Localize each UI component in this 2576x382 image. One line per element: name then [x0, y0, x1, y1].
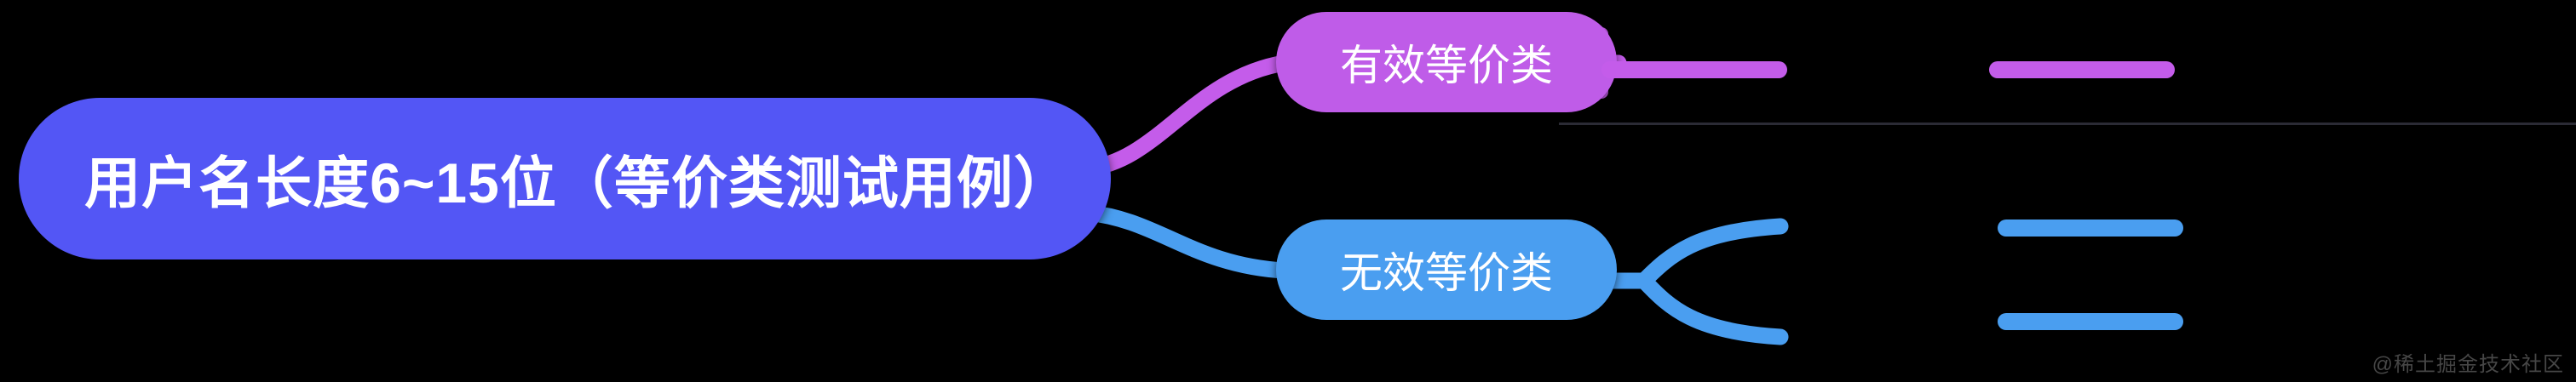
edge-invalid-arm-down	[1636, 272, 1789, 345]
leaf-segment-invalid-1[interactable]	[1998, 220, 2183, 237]
horizontal-divider	[1559, 123, 2576, 125]
branch-node-invalid-class-label: 无效等价类	[1340, 249, 1553, 297]
leaf-segment-valid-2[interactable]	[1989, 61, 2175, 78]
root-node[interactable]: 用户名长度6~15位（等价类测试用例）	[19, 98, 1111, 259]
branch-node-invalid-class[interactable]: 无效等价类	[1276, 220, 1617, 320]
watermark: @稀土掘金技术社区	[2372, 353, 2564, 376]
leaf-segment-valid-1[interactable]	[1601, 61, 1787, 78]
edge-root-to-valid	[1078, 54, 1293, 177]
root-node-label: 用户名长度6~15位（等价类测试用例）	[84, 151, 1071, 214]
branch-node-valid-class[interactable]: 有效等价类	[1276, 12, 1617, 112]
edge-root-to-invalid	[1078, 204, 1293, 279]
edge-invalid-arm-up	[1636, 218, 1789, 289]
leaf-segment-invalid-2[interactable]	[1998, 313, 2183, 330]
branch-node-valid-class-label: 有效等价类	[1340, 42, 1553, 89]
